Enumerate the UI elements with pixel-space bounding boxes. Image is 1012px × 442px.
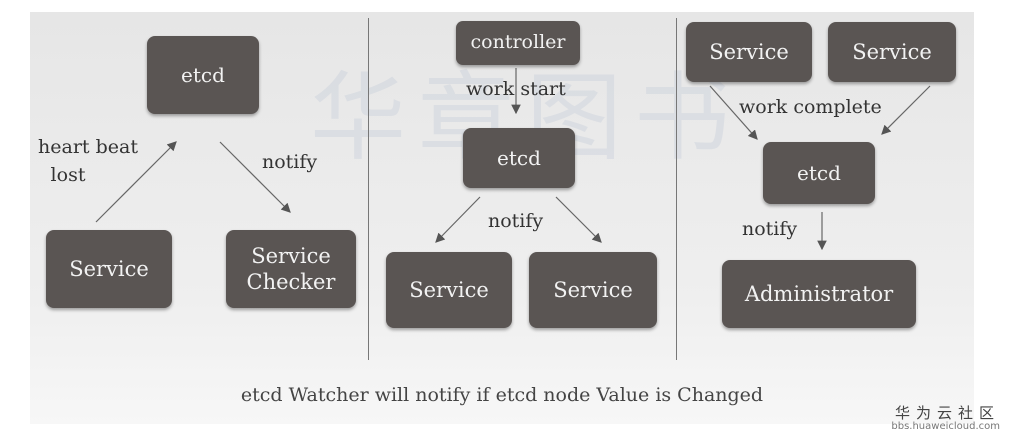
arrow-notify-service-left <box>435 196 481 243</box>
service-node-3b-label: Service <box>852 39 932 64</box>
etcd-node-1: etcd <box>147 36 259 114</box>
arrow-notify-checker <box>219 141 291 213</box>
work-complete-label: work complete <box>739 96 882 118</box>
diagram-caption: etcd Watcher will notify if etcd node Va… <box>240 384 764 406</box>
administrator-node: Administrator <box>722 260 916 328</box>
brand-watermark: 华为云社区 <box>894 404 1000 422</box>
service-node-3b: Service <box>828 22 956 82</box>
heartbeat-lost-label: heart beat lost <box>38 136 138 188</box>
heartbeat-line2: lost <box>50 163 86 186</box>
notify-label-2: notify <box>488 210 544 232</box>
service-node-2a-label: Service <box>409 277 489 302</box>
service-checker-node: Service Checker <box>226 230 356 308</box>
controller-label: controller <box>470 31 566 54</box>
brand-url: bbs.huaweicloud.com <box>891 421 1000 432</box>
work-start-label: work start <box>466 78 566 100</box>
divider-right <box>676 18 677 360</box>
service-node-3a-label: Service <box>709 39 789 64</box>
service-checker-line1: Service <box>251 243 331 268</box>
service-node-2b-label: Service <box>553 277 633 302</box>
arrow-heartbeat <box>95 141 177 223</box>
divider-left <box>368 18 369 360</box>
service-node-2a: Service <box>386 252 512 328</box>
notify-label-1: notify <box>262 151 318 173</box>
etcd-node-3-label: etcd <box>797 160 841 185</box>
service-checker-line2: Checker <box>246 270 336 294</box>
service-node-3a: Service <box>686 22 812 82</box>
etcd-node-2: etcd <box>463 128 575 188</box>
service-node-2b: Service <box>529 252 657 328</box>
service-node-1: Service <box>46 230 172 308</box>
heartbeat-line1: heart beat <box>38 136 138 158</box>
service-node-1-label: Service <box>69 256 149 281</box>
etcd-node-3: etcd <box>763 142 875 204</box>
arrow-service-right-to-etcd <box>881 85 931 135</box>
administrator-label: Administrator <box>744 281 894 306</box>
etcd-node-2-label: etcd <box>497 145 541 170</box>
controller-node: controller <box>456 21 580 65</box>
etcd-node-1-label: etcd <box>181 62 225 87</box>
notify-label-3: notify <box>742 218 798 240</box>
arrow-notify-service-right <box>555 196 602 243</box>
arrow-service-left-to-etcd <box>709 85 758 140</box>
